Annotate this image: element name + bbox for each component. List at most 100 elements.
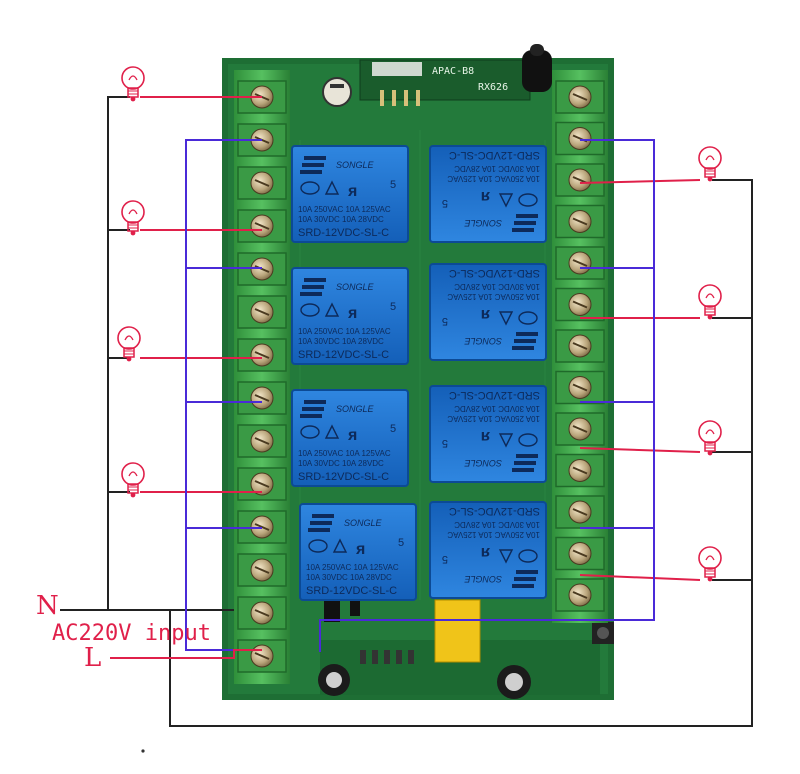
terminal-screw[interactable] [237, 596, 287, 630]
relay-mark: 5 [390, 301, 396, 313]
wiring [60, 96, 753, 727]
songle-logo-icon [512, 454, 538, 472]
relay-rating-1: 10A 250VAC 10A 125VAC [298, 449, 391, 458]
terminal-screw[interactable] [555, 495, 605, 529]
relay-rating-1: 10A 250VAC 10A 125VAC [447, 174, 540, 183]
neutral-wire [60, 96, 130, 611]
relay-rating-1: 10A 250VAC 10A 125VAC [447, 530, 540, 539]
relay-model: SRD-12VDC-SL-C [298, 471, 389, 483]
terminal-screw[interactable] [555, 204, 605, 239]
relay-brand: SONGLE [336, 160, 375, 170]
terminal-screw[interactable] [555, 80, 605, 114]
songle-logo-icon [512, 570, 538, 588]
board-model-text: APAC-B8 [432, 66, 474, 77]
light-bulb-icon [698, 284, 722, 320]
svg-text:ᴙ: ᴙ [481, 428, 491, 445]
relay-rating-2: 10A 30VDC 10A 28VDC [298, 215, 384, 224]
relay-mark: 5 [442, 437, 448, 449]
terminal-screw[interactable] [237, 209, 287, 243]
certification-icon: ᴙ [481, 544, 538, 564]
terminal-screw[interactable] [237, 553, 287, 587]
svg-text:ᴙ: ᴙ [481, 544, 491, 561]
relay-rating-2: 10A 30VDC 10A 28VDC [298, 459, 384, 468]
terminal-screw[interactable] [555, 121, 605, 156]
relay-model: SRD-12VDC-SL-C [449, 505, 540, 517]
svg-text:ᴙ: ᴙ [347, 305, 357, 322]
certification-icon: ᴙ [300, 302, 357, 322]
terminal-screw[interactable] [555, 246, 605, 280]
right-terminal-strip [552, 70, 608, 623]
songle-logo-icon [300, 278, 326, 296]
light-bulb-icon [121, 66, 145, 102]
certification-icon: ᴙ [481, 428, 538, 448]
left-terminal-strip-body [234, 70, 290, 684]
terminal-screw[interactable] [237, 424, 287, 458]
certification-icon: ᴙ [481, 306, 538, 326]
relay-model: SRD-12VDC-SL-C [449, 149, 540, 161]
relay-rating-2: 10A 30VDC 10A 28VDC [454, 282, 540, 291]
terminal-screw[interactable] [555, 287, 605, 322]
light-bulb-icon [698, 546, 722, 582]
live-input-wire [110, 649, 262, 659]
relay-rating-1: 10A 250VAC 10A 125VAC [298, 205, 391, 214]
certification-icon: ᴙ [300, 424, 357, 444]
relay-mark: 5 [390, 179, 396, 191]
songle-logo-icon [308, 514, 334, 532]
relay-model: SRD-12VDC-SL-C [449, 267, 540, 279]
relay-rating-2: 10A 30VDC 10A 28VDC [454, 404, 540, 413]
certification-icon: ᴙ [308, 538, 365, 558]
relay-model: SRD-12VDC-SL-C [298, 349, 389, 361]
relay-mark: 5 [442, 553, 448, 565]
relay-brand: SONGLE [463, 218, 502, 228]
light-bulb-icon [117, 326, 141, 362]
terminal-screw[interactable] [555, 370, 605, 405]
terminal-screw[interactable] [555, 329, 605, 363]
relay-rating-1: 10A 250VAC 10A 125VAC [298, 327, 391, 336]
dot-mark [141, 749, 145, 753]
terminal-screw[interactable] [555, 536, 605, 571]
relay-rating-1: 10A 250VAC 10A 125VAC [447, 414, 540, 423]
terminal-screw[interactable] [237, 295, 287, 329]
relay-rating-1: 10A 250VAC 10A 125VAC [306, 563, 399, 572]
live-wire [579, 179, 701, 184]
live-label: L [84, 643, 101, 673]
terminal-screw[interactable] [237, 166, 287, 200]
bulb-group [117, 66, 722, 582]
terminal-screw[interactable] [555, 453, 605, 488]
terminal-screw[interactable] [237, 338, 287, 372]
relay-brand: SONGLE [336, 282, 375, 292]
terminal-screw[interactable] [237, 467, 287, 501]
terminal-screw[interactable] [555, 412, 605, 446]
light-bulb-icon [698, 146, 722, 182]
songle-logo-icon [300, 156, 326, 174]
certification-icon: ᴙ [481, 188, 538, 208]
relay-brand: SONGLE [463, 574, 502, 584]
terminal-screw[interactable] [237, 639, 287, 673]
rf-module: APAC-B8 RX626 [359, 59, 531, 106]
terminal-screw[interactable] [555, 163, 605, 197]
svg-text:ᴙ: ᴙ [481, 188, 491, 205]
songle-logo-icon [300, 400, 326, 418]
songle-logo-icon [512, 214, 538, 232]
songle-logo-icon [512, 332, 538, 350]
relay-mark: 5 [390, 423, 396, 435]
terminal-screw[interactable] [237, 381, 287, 415]
svg-text:ᴙ: ᴙ [355, 541, 365, 558]
relay-model: SRD-12VDC-SL-C [298, 227, 389, 239]
relay-model: SRD-12VDC-SL-C [449, 389, 540, 401]
relay-brand: SONGLE [336, 404, 375, 414]
terminal-screw[interactable] [555, 578, 605, 612]
capacitor-icon [322, 77, 352, 107]
relay-rating-2: 10A 30VDC 10A 28VDC [306, 573, 392, 582]
antenna-icon [522, 44, 552, 92]
svg-text:ᴙ: ᴙ [481, 306, 491, 323]
light-bulb-icon [121, 200, 145, 236]
power-section [318, 596, 614, 699]
